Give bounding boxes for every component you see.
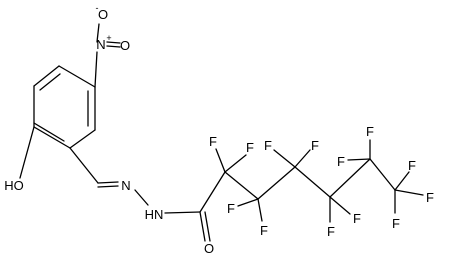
ring-bond (33, 122, 65, 142)
fluorine-label: F (426, 190, 434, 205)
nh-carbonyl-bond (164, 211, 201, 214)
n-n-bond (134, 189, 149, 206)
cf-bond (257, 198, 263, 222)
nitro-n-o-double-bond (106, 41, 121, 44)
ring-bond (39, 73, 61, 91)
cf-bond (329, 196, 351, 215)
cf-bond (394, 189, 424, 196)
carbonyl-oxygen-label: O (204, 241, 214, 256)
fluorine-label: F (227, 201, 235, 216)
fluorine-label: F (264, 138, 272, 153)
fluorine-label: F (327, 224, 335, 239)
fluorine-label: F (392, 216, 400, 231)
fluorine-label: F (337, 154, 345, 169)
cf-bond (394, 171, 410, 191)
imine-double-bond (97, 185, 119, 188)
nitro-oxygen-right-label: O (120, 38, 130, 53)
cf-bond (273, 149, 296, 168)
carbonyl-double-bond (204, 211, 211, 242)
ring-bond (33, 65, 60, 87)
cf-bond (237, 198, 259, 207)
bond-lines (19, 23, 424, 242)
cf-bond (347, 158, 371, 161)
ring-bond (58, 65, 96, 88)
fluorine-label: F (366, 124, 374, 139)
nitro-oxygen-top-charge: - (96, 3, 99, 13)
fluorine-label: F (209, 134, 217, 149)
carbonyl-double-bond (199, 211, 206, 242)
nitro-oxygen-top-label: O (98, 7, 108, 22)
hydroxyl-label: HO (4, 178, 24, 193)
fluorine-label: F (260, 223, 268, 238)
vinyl-bond (69, 147, 99, 184)
fluorine-label: F (353, 211, 361, 226)
nitro-n-o-bond (96, 23, 100, 43)
imine-double-bond (97, 181, 119, 184)
nitro-bond (94, 51, 98, 88)
ring-bond (69, 129, 96, 149)
hydrazone-nitrogen-label: N (121, 178, 130, 193)
ring-bond (33, 126, 71, 149)
nitro-n-o-double-bond (106, 45, 121, 48)
fluorine-label: F (246, 140, 254, 155)
fluorine-label: F (311, 138, 319, 153)
nitro-nitrogen-charge: + (106, 33, 111, 43)
cf-bond (215, 148, 226, 173)
amide-nh-label: HN (145, 207, 164, 222)
nitro-nitrogen-label: N (96, 37, 105, 52)
fluorine-label: F (408, 158, 416, 173)
cf-bond (224, 154, 247, 173)
atom-labels: O - N + O HO N HN O F F F F F F F F F F … (4, 3, 434, 256)
hydroxyl-bond (19, 126, 35, 179)
cf-bond (294, 149, 311, 168)
